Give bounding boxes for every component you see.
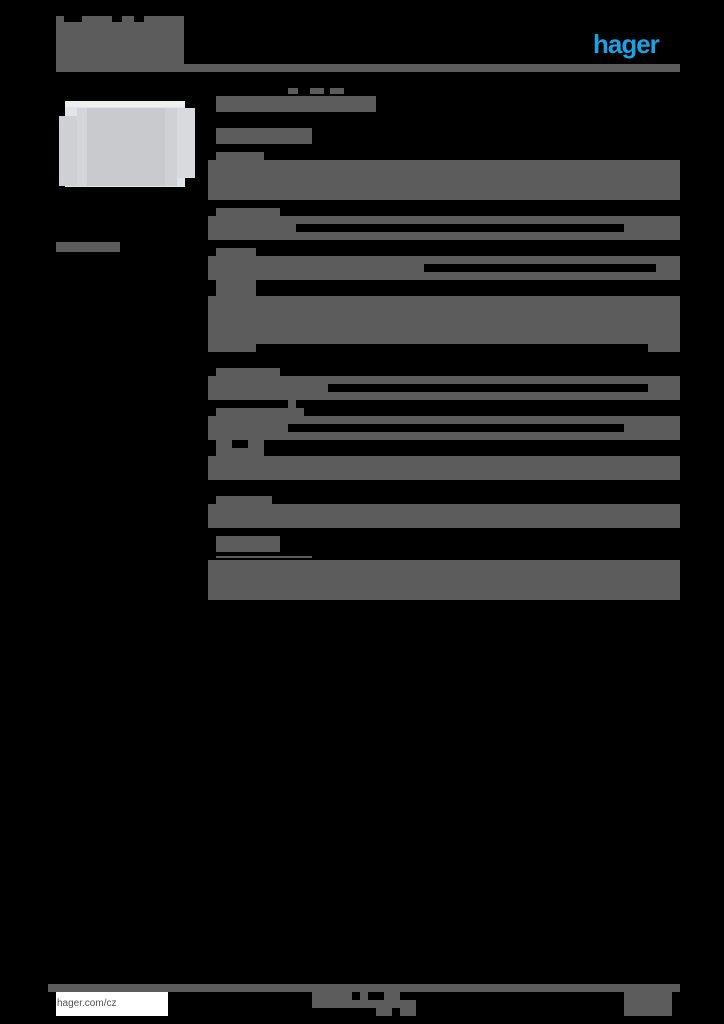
- product-image: [57, 98, 197, 190]
- hager-logo: hager: [593, 29, 660, 59]
- spec-row-6: [208, 456, 680, 480]
- footer-page-number: [624, 992, 672, 1016]
- footer-url-link[interactable]: hager.com/cz: [56, 992, 168, 1016]
- product-code-label: [56, 242, 120, 252]
- product-subtitle: [216, 128, 312, 144]
- footer-rule: [48, 984, 680, 992]
